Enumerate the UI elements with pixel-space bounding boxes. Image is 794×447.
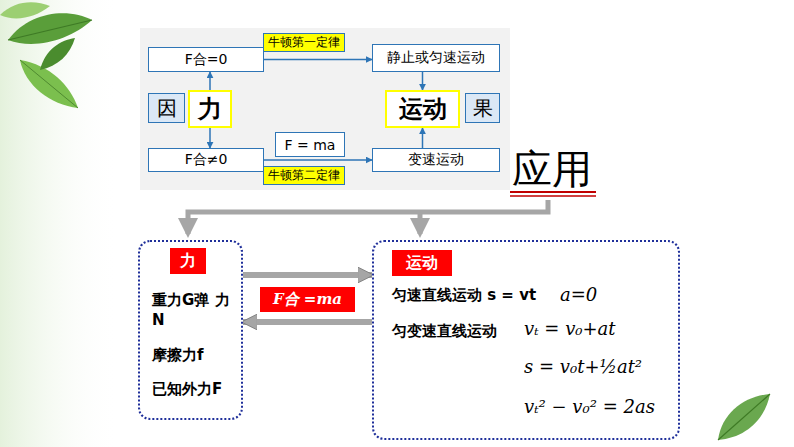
node-label: 牛顿第一定律: [268, 34, 340, 51]
force-item: 已知外力F: [152, 379, 236, 399]
node-label: F合 =ma: [273, 290, 342, 309]
motion-text: 匀速直线运动 s = vt: [392, 286, 536, 305]
node-label: F = ma: [285, 137, 336, 153]
top-panel: [140, 28, 510, 190]
green-wash: [0, 0, 120, 447]
panel-tag: 运动: [392, 250, 452, 276]
leaf-cluster: [0, 2, 92, 108]
node-label: 变速运动: [408, 151, 464, 169]
effect-box: 果: [465, 93, 500, 123]
flow-arrow: [209, 72, 211, 90]
relation-arrow: [243, 319, 372, 325]
node-label: 因: [157, 95, 177, 122]
motion-text: 匀变速直线运动: [392, 322, 497, 341]
distribution-arrow: [188, 200, 548, 234]
node-label: 力: [198, 93, 222, 125]
formula-text: s = v₀t+½at²: [524, 356, 642, 377]
formula-text: a=0: [560, 284, 597, 305]
flow-arrow: [264, 159, 372, 161]
relation-arrow: [243, 272, 372, 278]
node-label: 果: [473, 95, 493, 122]
flow-arrow: [422, 72, 424, 90]
force-box: 力: [188, 90, 232, 128]
law-label: 牛顿第二定律: [263, 166, 345, 185]
condition-box: F合=0: [148, 47, 264, 72]
flow-arrow: [264, 59, 372, 61]
cause-box: 因: [148, 93, 185, 123]
formula-text: vₜ² − v₀² = 2as: [524, 396, 655, 417]
formula-text: vₜ = v₀+at: [524, 318, 616, 339]
force-item: 摩擦力f: [152, 345, 236, 365]
node-label: 运动: [399, 93, 447, 125]
node-label: 力: [180, 251, 196, 272]
panel-tag: 力: [170, 248, 206, 274]
underline: [510, 192, 596, 196]
leaf: [718, 394, 770, 440]
condition-box: F合≠0: [148, 148, 264, 172]
node-label: 牛顿第二定律: [268, 167, 340, 184]
force-panel: 重力G弹 力N 摩擦力f 已知外力F 力: [138, 240, 243, 420]
formula-box: F = ma: [275, 132, 345, 157]
node-label: 运动: [406, 253, 438, 274]
motion-box: 运动: [385, 90, 460, 128]
flow-arrow: [422, 128, 424, 148]
result-box: 静止或匀速运动: [372, 44, 500, 72]
section-title: 应用: [512, 142, 592, 197]
result-box: 变速运动: [372, 148, 500, 172]
flow-arrow: [209, 128, 211, 148]
formula-tag: F合 =ma: [260, 287, 355, 312]
motion-panel: 匀速直线运动 s = vt a=0 匀变速直线运动 vₜ = v₀+at s = v₀t…: [372, 240, 680, 440]
force-item: 重力G弹 力N: [152, 290, 236, 331]
node-label: F合≠0: [185, 151, 228, 169]
law-label: 牛顿第一定律: [263, 33, 345, 52]
node-label: 静止或匀速运动: [387, 49, 485, 67]
node-label: F合=0: [185, 51, 228, 69]
